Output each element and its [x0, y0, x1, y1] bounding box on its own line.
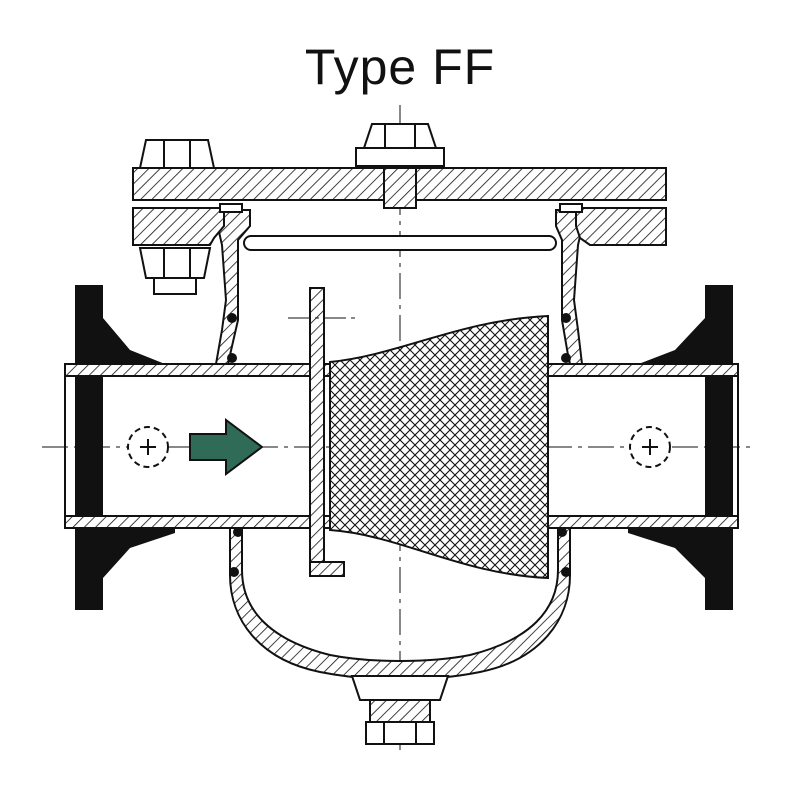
weld-beads	[227, 313, 571, 577]
cover-bolt-center	[355, 123, 445, 209]
crosshair-circle-icon	[127, 426, 169, 468]
flange-nut-left	[138, 247, 212, 295]
outlet-flange	[628, 285, 733, 610]
basket-rim	[243, 235, 557, 251]
basket-support	[288, 287, 360, 577]
diagram-title: Type FF	[304, 39, 496, 95]
right-arrow-icon	[189, 418, 264, 476]
cover-bolt-left	[138, 139, 216, 169]
inlet-flange	[75, 285, 175, 610]
gaskets	[219, 203, 583, 213]
inlet-pipe	[64, 363, 334, 529]
drain-plug	[350, 675, 450, 745]
crosshair-circle-icon	[629, 426, 671, 468]
strainer-basket-mesh	[329, 314, 549, 580]
